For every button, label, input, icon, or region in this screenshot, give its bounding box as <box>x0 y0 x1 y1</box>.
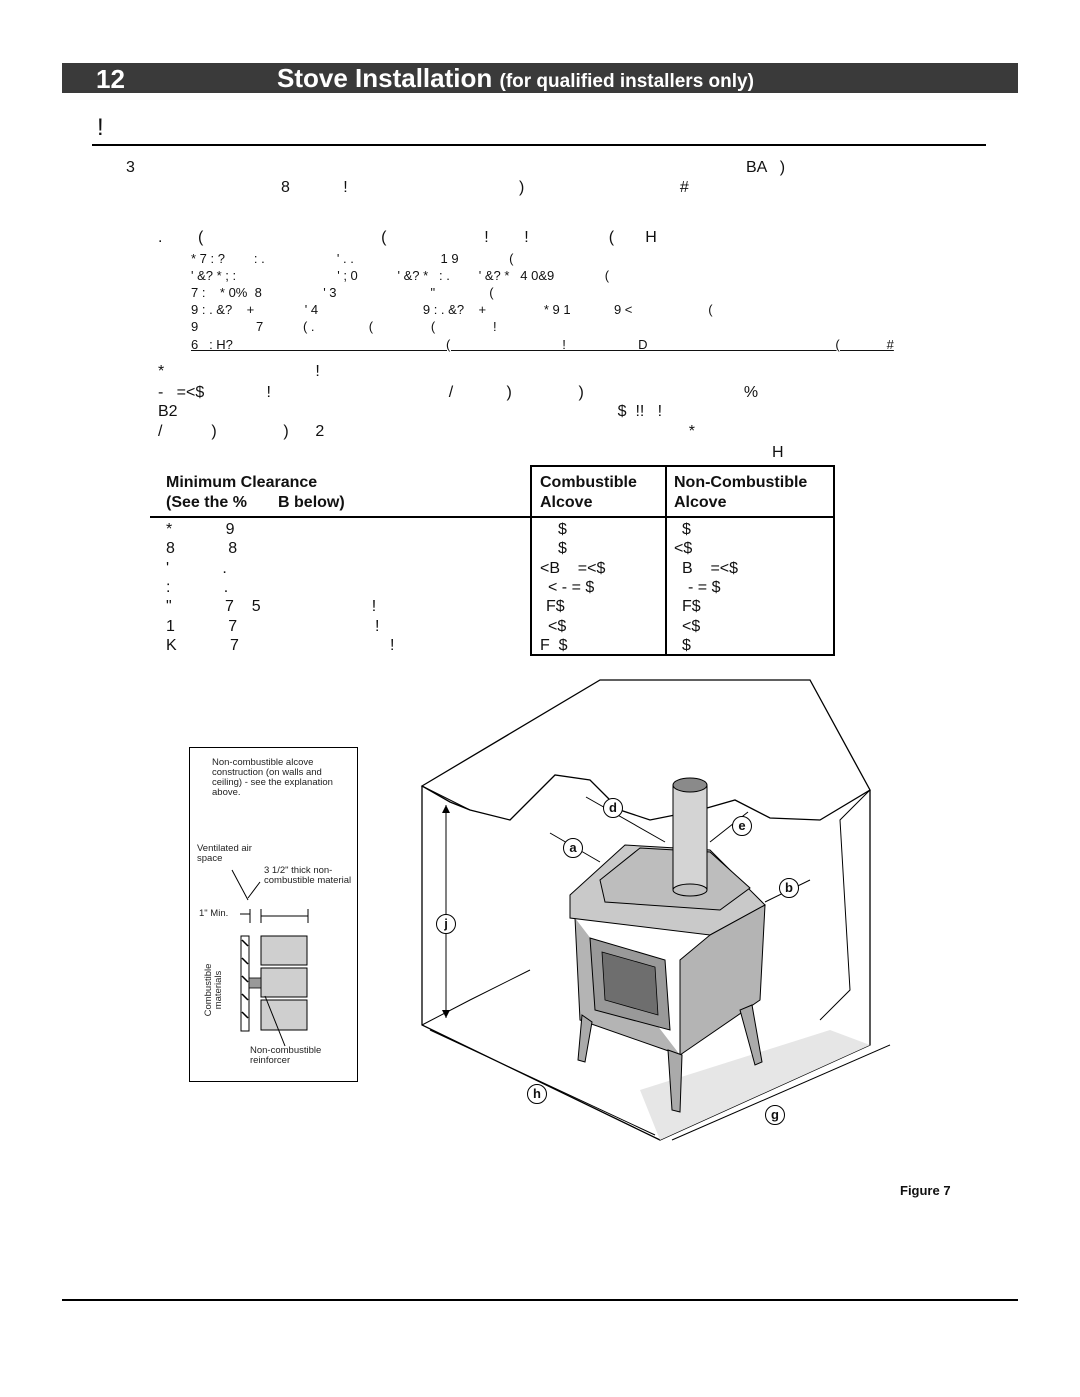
table-header-clearance: Minimum Clearance <box>166 474 318 491</box>
callout-h: h <box>527 1084 547 1104</box>
table-cell-combustible: $ <box>558 540 567 557</box>
list-item: 9 : . &? + ' 4 9 : . &? + * 9 1 9 < ( <box>191 302 713 317</box>
table-header-noncombustible: Non-Combustible <box>674 474 808 491</box>
figure-label: Figure 7 <box>900 1183 951 1198</box>
inset-min-label: 1" Min. <box>199 908 229 919</box>
intro-line-2-b: ) # <box>519 179 689 196</box>
callout-j: j <box>436 914 456 934</box>
intro-line-1-a: 3 <box>126 159 135 176</box>
para2-line: / ) ) 2 * <box>158 423 695 440</box>
para2-line: H <box>772 444 784 461</box>
table-cell-noncombustible: $ <box>682 637 691 654</box>
callout-e: e <box>732 816 752 836</box>
section-heading: ! <box>97 114 104 141</box>
title-subtitle: (for qualified installers only) <box>499 71 754 92</box>
inset-reinforcer-label: Non-combustible reinforcer <box>250 1045 322 1066</box>
table-cell-noncombustible: <$ <box>674 540 693 557</box>
table-row-label: 1 7 ! <box>166 618 380 635</box>
table-cell-noncombustible: - = $ <box>688 579 721 596</box>
table-cell-combustible: F$ <box>546 598 565 615</box>
stove-alcove-illustration <box>420 679 891 1141</box>
table-row-label: ' . <box>166 560 227 577</box>
page-number: 12 <box>96 64 125 94</box>
intro-line-2-a: 8 ! <box>281 179 348 196</box>
callout-b: b <box>779 878 799 898</box>
inset-thick-label: 3 1/2" thick non-combustible material <box>264 865 352 886</box>
table-cell-noncombustible: <$ <box>682 618 701 635</box>
table-row-label: K 7 ! <box>166 637 395 654</box>
table-cell-combustible: <B =<$ <box>540 560 606 577</box>
table-cell-combustible: $ <box>558 521 567 538</box>
intro-line-1-b: BA ) <box>746 159 786 176</box>
section-header-bar: 12 Stove Installation (for qualified ins… <box>62 63 1018 94</box>
heading-rule <box>92 144 986 146</box>
list-item: * 7 : ? : . ' . . 1 9 ( <box>191 251 514 266</box>
list-item: 7 : * 0% 8 ' 3 " ( <box>191 285 494 300</box>
title-main: Stove Installation <box>277 63 493 93</box>
list-item: 9 7 ( . ( ( ! <box>191 319 497 334</box>
table-cell-combustible: <$ <box>548 618 567 635</box>
table-header-combustible-alcove: Alcove <box>540 494 593 511</box>
table-row-label: : . <box>166 579 229 596</box>
wall-construction-inset: Non-combustible alcove construction (on … <box>189 747 358 1082</box>
page-title: Stove Installation (for qualified instal… <box>277 63 754 94</box>
footer-rule <box>62 1299 1018 1301</box>
table-cell-noncombustible: B =<$ <box>682 560 739 577</box>
callout-d: d <box>603 798 623 818</box>
note-line: 6 : H? ( ! D ( # <box>191 337 894 352</box>
inset-diagram <box>231 869 309 1047</box>
table-header-clearance-note: (See the % B below) <box>166 494 345 511</box>
list-item: ' &? * ; : ' ; 0 ' &? * : . ' &? * 4 0&9… <box>191 268 610 283</box>
inset-alcove-note: Non-combustible alcove construction (on … <box>212 757 333 798</box>
table-header-noncombustible-alcove: Alcove <box>674 494 727 511</box>
table-header-combustible: Combustible <box>540 474 637 491</box>
para2-line: - =<$ ! / ) ) % <box>158 384 759 401</box>
table-cell-noncombustible: $ <box>682 521 691 538</box>
callout-a: a <box>563 838 583 858</box>
inset-ventilated-label: Ventilated air space <box>197 843 252 864</box>
table-row-label: " 7 5 ! <box>166 598 377 615</box>
table-cell-combustible: < - = $ <box>548 579 595 596</box>
para2-line: B2 $ !! ! <box>158 403 663 420</box>
callout-g: g <box>765 1105 785 1125</box>
list-lead: . ( ( ! ! ( H <box>158 229 657 246</box>
clearance-table: Minimum Clearance (See the % B below) Co… <box>150 465 835 656</box>
table-cell-noncombustible: F$ <box>682 598 701 615</box>
table-row-label: * 9 <box>166 521 235 538</box>
para2-line: * ! <box>158 363 320 380</box>
table-row-label: 8 8 <box>166 540 238 557</box>
table-cell-combustible: F $ <box>540 637 568 654</box>
